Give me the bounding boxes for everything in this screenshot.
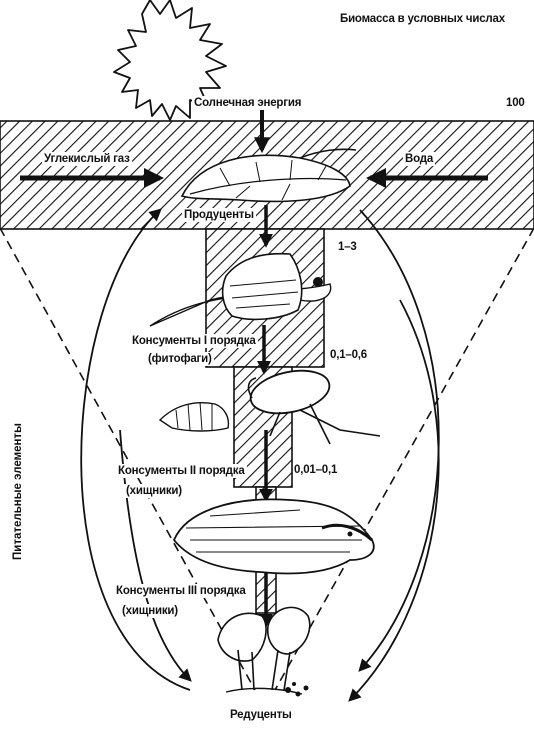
consumers-3-value: 0,01–0,1 xyxy=(294,464,338,476)
producers-value: 100 xyxy=(504,96,527,110)
consumers-2-value: 0,1–0,6 xyxy=(330,349,367,361)
energy-flow-arrows xyxy=(257,205,273,628)
biomass-title: Биомасса в условных числах xyxy=(340,13,505,25)
beetle-icon xyxy=(158,369,381,445)
caterpillar-icon xyxy=(149,252,332,327)
consumers-1-label: Консументы I порядка xyxy=(130,334,258,348)
consumers-2-label: Консументы II порядка xyxy=(116,464,247,478)
badger-icon xyxy=(172,498,375,575)
sun-icon xyxy=(113,0,227,121)
consumers-3-label: Консументы III порядка xyxy=(114,584,248,598)
leaf-icon xyxy=(180,148,357,203)
mushroom-icon xyxy=(217,606,311,697)
pyramid-outline xyxy=(0,227,534,691)
nutrients-label: Питательные элементы xyxy=(12,423,24,560)
consumers-2-sublabel: (хищники) xyxy=(124,484,184,498)
consumers-1-value: 1–3 xyxy=(338,241,357,253)
consumers-1-sublabel: (фитофаги) xyxy=(146,352,214,366)
consumers-3-sublabel: (хищники) xyxy=(120,604,180,618)
decomposers-label: Редуценты xyxy=(230,709,292,721)
producers-label: Продуценты xyxy=(182,208,256,222)
solar-energy-label: Солнечная энергия xyxy=(192,96,304,110)
water-label: Вода xyxy=(403,152,436,166)
carbon-dioxide-label: Углекислый газ xyxy=(42,152,132,166)
